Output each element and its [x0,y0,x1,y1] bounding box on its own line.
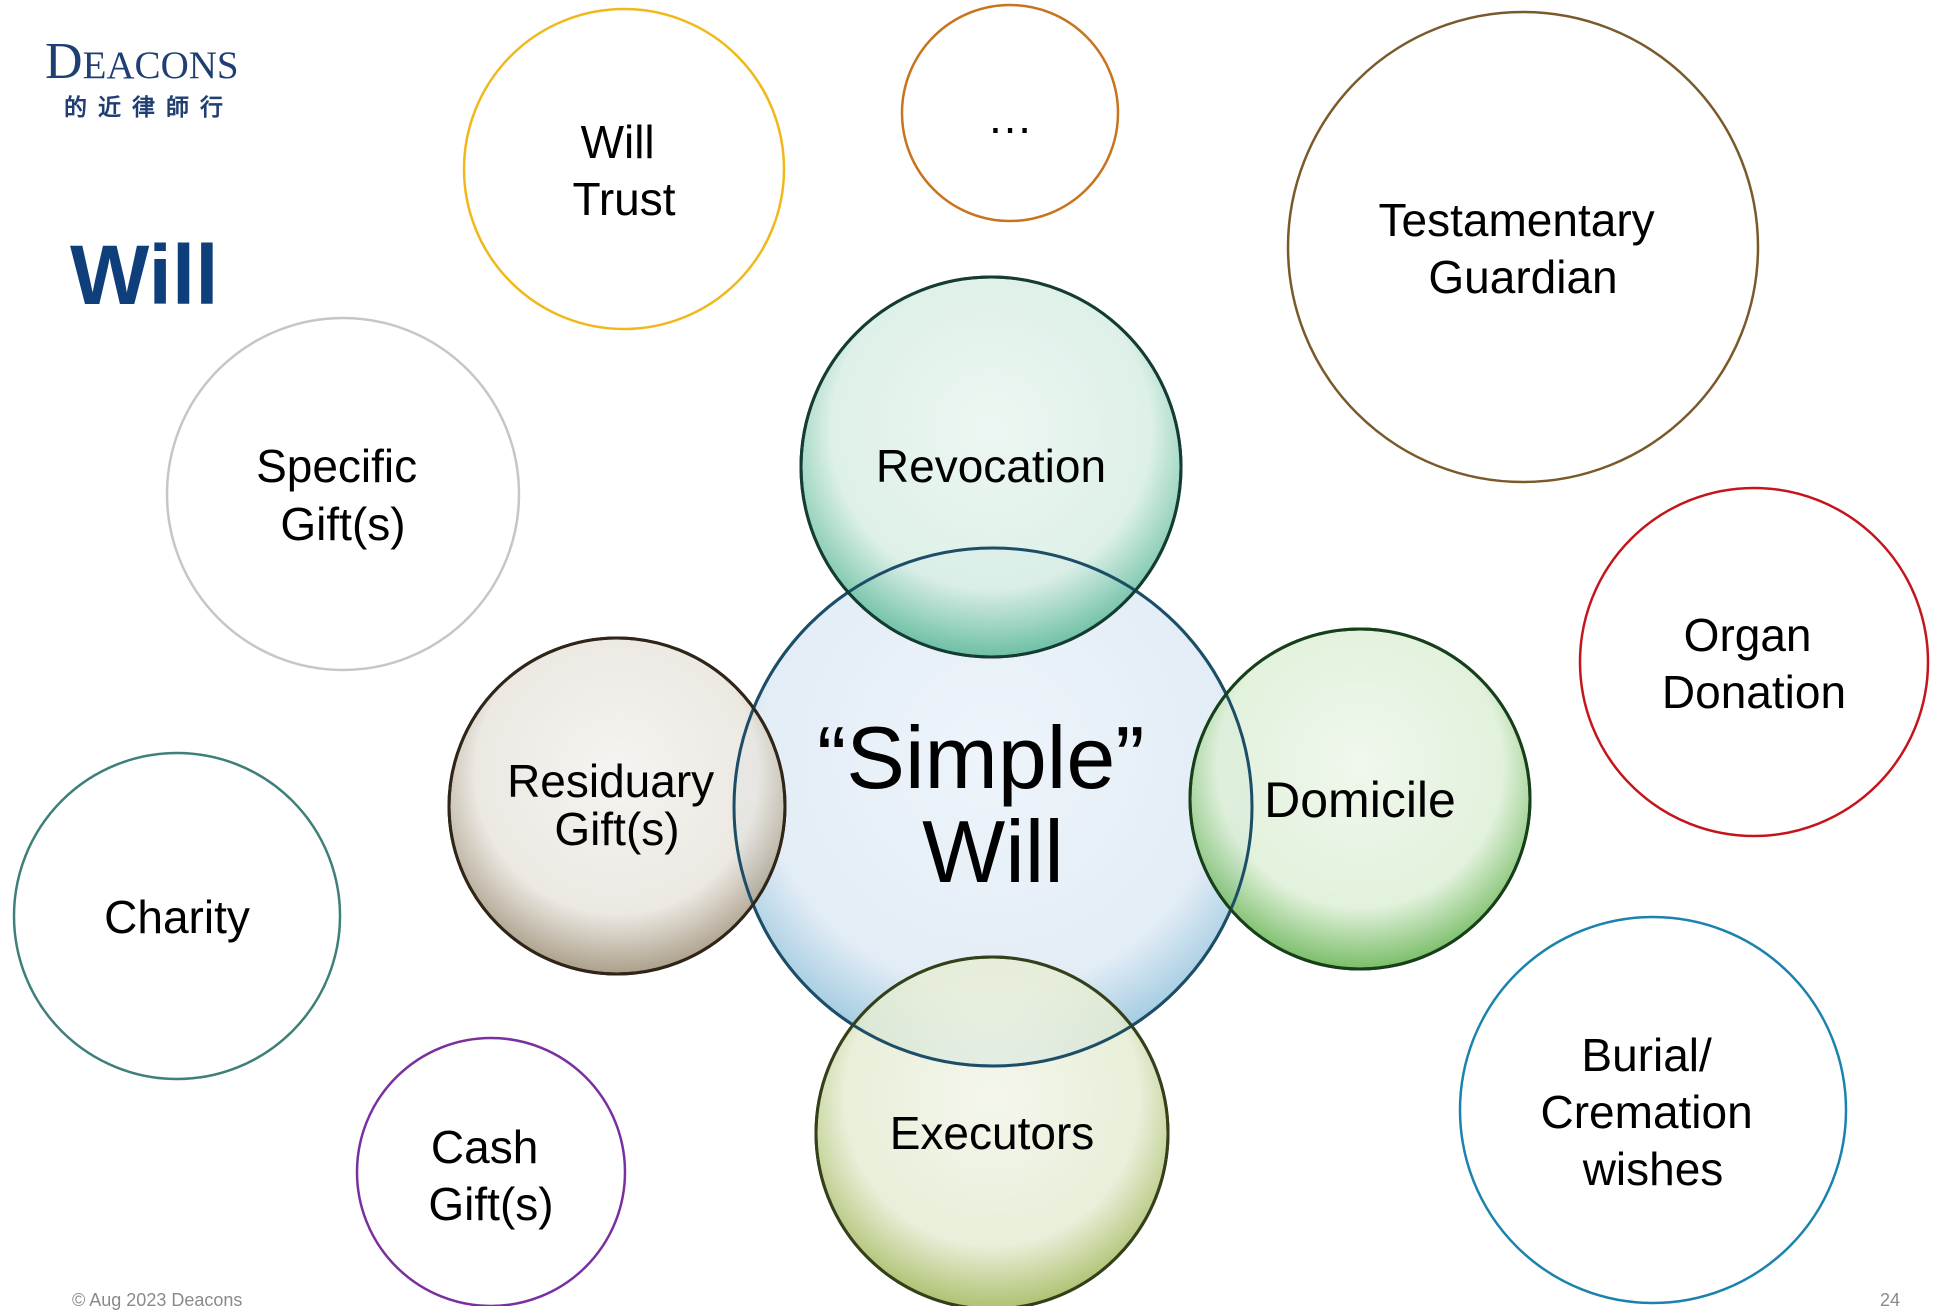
will-trust-label: Will Trust [572,116,675,225]
domicile-ring [1188,627,1532,971]
ellipsis-label: … [987,91,1033,143]
executors-ring [814,955,1170,1306]
charity-label: Charity [104,891,250,943]
executors-label: Executors [890,1107,1095,1159]
specific-gifts-label: Specific Gift(s) [256,440,430,550]
charity-circle [12,751,342,1081]
deacons-logo: DEACONS [45,33,239,90]
copyright-footer: © Aug 2023 Deacons [72,1290,243,1310]
simple-will-label: “Simple” Will [817,708,1169,901]
revocation-ring [799,275,1183,659]
cash-gifts-circle [355,1036,627,1306]
specific-gifts-circle [165,316,521,672]
residuary-gifts-ring [447,636,787,976]
testamentary-guardian-circle [1286,10,1760,484]
simple-will-ring [732,546,1254,1068]
page-number: 24 [1880,1290,1901,1310]
revocation-label: Revocation [876,440,1106,492]
domicile-label: Domicile [1264,772,1456,828]
deacons-logo-chinese: 的近律師行 [64,95,234,121]
ellipsis-circle [900,3,1120,223]
will-trust-circle [462,7,786,331]
slide-title: Will [70,228,219,322]
organ-donation-label: Organ Donation [1662,609,1846,718]
burial-cremation-label: Burial/ Cremation wishes [1541,1029,1766,1195]
cash-gifts-label: Cash Gift(s) [428,1121,553,1230]
testamentary-guardian-label: Testamentary Guardian [1379,194,1668,303]
organ-donation-circle [1578,486,1930,838]
burial-cremation-circle [1458,915,1848,1305]
residuary-gifts-label: Residuary Gift(s) [507,755,727,855]
